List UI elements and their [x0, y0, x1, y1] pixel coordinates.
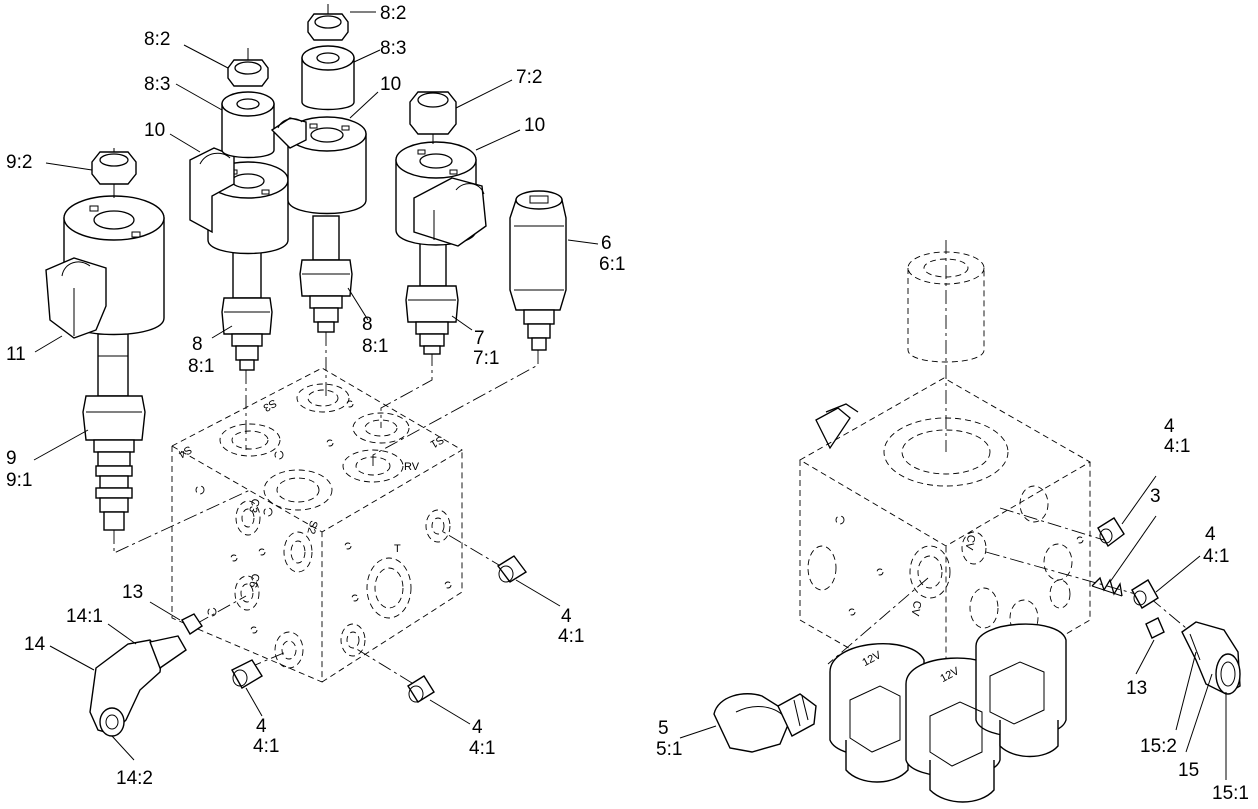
label-4-1-right-face: 4:1 [558, 626, 584, 647]
label-7-1: 7:1 [473, 348, 499, 369]
port-mark-c6: C6 [246, 572, 261, 589]
label-8-center: 8 [362, 314, 373, 335]
cartridge-valve-9 [82, 333, 146, 531]
label-5-1: 5:1 [656, 739, 682, 760]
leader-lines [33, 11, 1227, 780]
label-8-1-left: 8:1 [188, 356, 214, 377]
label-9-2: 9:2 [6, 152, 32, 173]
right-side-fitting-hidden [815, 403, 859, 450]
port-mark-s4: S4 [176, 443, 194, 460]
solenoid-coil-10-right [395, 141, 487, 247]
plug-13-left [181, 613, 203, 635]
solenoid-coil-10-left [189, 147, 289, 255]
port-mark-s1: S1 [428, 433, 446, 450]
label-15-1: 15:1 [1212, 783, 1249, 804]
spring-3 [1091, 576, 1123, 597]
label-10-center: 10 [380, 74, 401, 95]
label-11: 11 [6, 344, 26, 365]
port-mark-rv: RV [404, 461, 420, 473]
label-14-1: 14:1 [66, 606, 103, 627]
nut-9-2 [91, 151, 137, 196]
nut-8-2-left [227, 48, 269, 87]
plug-4-right-face [496, 555, 528, 583]
label-8-2-top: 8:2 [380, 3, 406, 24]
label-4-1-lower-center: 4:1 [469, 738, 495, 759]
cartridge-valve-8-center [299, 215, 353, 333]
label-13-left: 13 [122, 582, 143, 603]
port-mark-cv-lower: CV [908, 600, 923, 618]
plug-4-lower-left [231, 659, 263, 689]
label-7: 7 [474, 328, 485, 349]
nut-7-2 [409, 91, 457, 144]
label-8-3-left: 8:3 [144, 74, 170, 95]
label-4-lower-center: 4 [472, 717, 483, 738]
label-15: 15 [1178, 760, 1199, 781]
label-3: 3 [1150, 486, 1161, 507]
right-centerlines [827, 507, 1187, 665]
cartridge-valve-8-left [221, 251, 273, 371]
spacer-8-3-center [301, 45, 355, 111]
cartridge-valve-7 [405, 239, 459, 355]
port-mark-s2: S2 [304, 519, 319, 535]
right-center-spacer-hidden [907, 240, 985, 452]
label-9-1: 9:1 [6, 470, 32, 491]
elbow-fitting-14 [89, 635, 187, 737]
label-7-2: 7:2 [516, 67, 542, 88]
label-4-right-face: 4 [561, 606, 572, 627]
label-6: 6 [601, 233, 612, 254]
label-4-1-right-middle: 4:1 [1203, 546, 1229, 567]
label-8-1-center: 8:1 [362, 336, 388, 357]
label-14-2: 14:2 [116, 768, 153, 789]
label-8-left: 8 [192, 334, 203, 355]
label-4-1-lower-left: 4:1 [253, 736, 279, 757]
callout-labels: 8:2 8:2 8:3 8:3 7:2 10 10 10 9:2 6 6:1 1… [6, 3, 1249, 804]
port-mark-s3: S3 [261, 396, 279, 413]
label-15-2: 15:2 [1140, 736, 1177, 757]
plug-4-lower-center [407, 675, 435, 703]
label-4-right-middle: 4 [1205, 524, 1216, 545]
label-10-right: 10 [524, 115, 545, 136]
port-mark-t: T [394, 543, 401, 555]
label-10-left: 10 [144, 120, 165, 141]
label-13-right: 13 [1126, 678, 1147, 699]
label-5: 5 [658, 718, 669, 739]
port-mark-cv-upper: CV [962, 534, 977, 552]
plug-4-right-upper [1097, 517, 1125, 548]
spacer-8-3-left [221, 91, 275, 159]
plug-13-right [1145, 617, 1165, 639]
plug-5 [713, 693, 817, 753]
nut-8-2-center [307, 4, 349, 41]
label-8-2-left: 8:2 [144, 29, 170, 50]
label-8-3-top: 8:3 [380, 38, 406, 59]
left-manifold-block: S3 S4 S1 RV C3 S2 C6 T [171, 367, 463, 683]
label-4-lower-left: 4 [256, 716, 267, 737]
port-mark-c3: C3 [246, 497, 261, 514]
right-lower-coils: 12V 12V [829, 623, 1067, 803]
solenoid-coil-10-center [270, 116, 367, 215]
relief-cartridge-6 [509, 190, 567, 351]
elbow-fitting-15 [1181, 621, 1241, 695]
solenoid-coil-11 [45, 148, 165, 339]
label-9: 9 [6, 448, 17, 469]
plug-4-right-middle [1131, 579, 1159, 609]
label-4-1-right-upper: 4:1 [1164, 436, 1190, 457]
label-4-right-upper: 4 [1164, 416, 1175, 437]
left-centerlines [113, 332, 539, 684]
label-14: 14 [24, 634, 46, 655]
label-6-1: 6:1 [599, 254, 625, 275]
